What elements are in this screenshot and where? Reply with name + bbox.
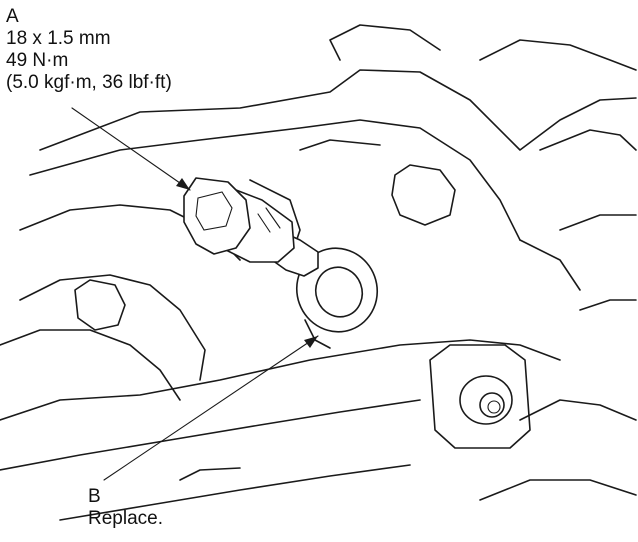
callout-leader-a xyxy=(71,107,191,191)
callout-a-size: 18 x 1.5 mm xyxy=(6,28,111,49)
callout-a-drain-plug: A 18 x 1.5 mm 49 N·m (5.0 kgf·m, 36 lbf·… xyxy=(6,6,172,94)
transmission-housing xyxy=(0,24,637,521)
drain-plug-bolt xyxy=(183,177,319,277)
callout-b-letter: B xyxy=(88,486,101,507)
callout-b-note: Replace. xyxy=(88,508,163,529)
callout-leader-b xyxy=(103,335,319,481)
callout-a-torque-alt: (5.0 kgf·m, 36 lbf·ft) xyxy=(6,72,172,93)
callout-a-letter: A xyxy=(6,6,19,27)
callout-b-washer: B Replace. xyxy=(88,486,163,530)
callout-a-torque-nm: 49 N·m xyxy=(6,50,69,71)
drain-hole-boss xyxy=(429,344,531,449)
